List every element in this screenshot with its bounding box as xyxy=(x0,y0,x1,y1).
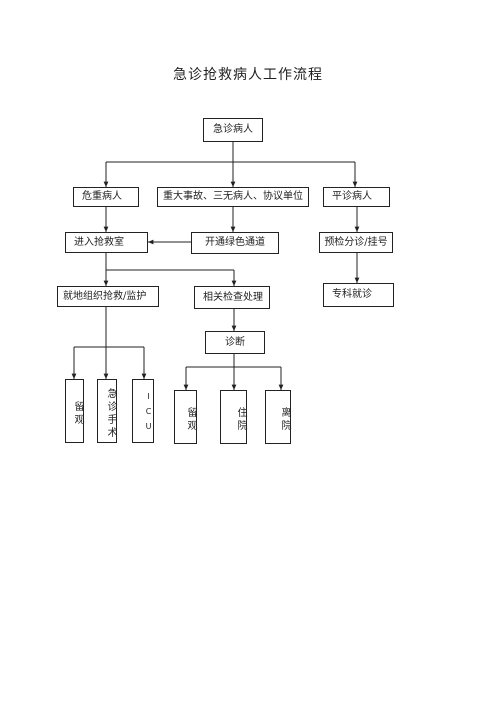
node-ordinary-patient: 平诊病人 xyxy=(323,187,390,207)
node-major-accident: 重大事故、三无病人、协议单位 xyxy=(157,187,309,207)
node-triage-registration: 预检分诊/挂号 xyxy=(319,232,393,253)
page-title: 急诊抢救病人工作流程 xyxy=(173,67,323,83)
node-related-exams: 相关检查处理 xyxy=(194,286,270,309)
node-emergency-surgery: 急诊手术 xyxy=(97,379,117,443)
node-observe-left: 留观 xyxy=(65,379,84,443)
node-specialist-visit: 专科就诊 xyxy=(323,283,394,307)
node-observe-right: 留观 xyxy=(174,390,197,444)
node-hospitalize: 住院 xyxy=(220,390,247,444)
node-critical-patient: 危重病人 xyxy=(73,187,139,207)
node-emergency-patient: 急诊病人 xyxy=(203,118,263,142)
node-leave-hospital: 离院 xyxy=(265,390,291,444)
node-green-channel: 开通绿色通道 xyxy=(191,232,279,254)
node-rescue-room: 进入抢救室 xyxy=(65,232,148,253)
node-diagnosis: 诊断 xyxy=(205,331,265,354)
node-onsite-rescue-monitor: 就地组织抢救/监护 xyxy=(57,286,159,307)
node-icu: ICU xyxy=(132,379,154,443)
